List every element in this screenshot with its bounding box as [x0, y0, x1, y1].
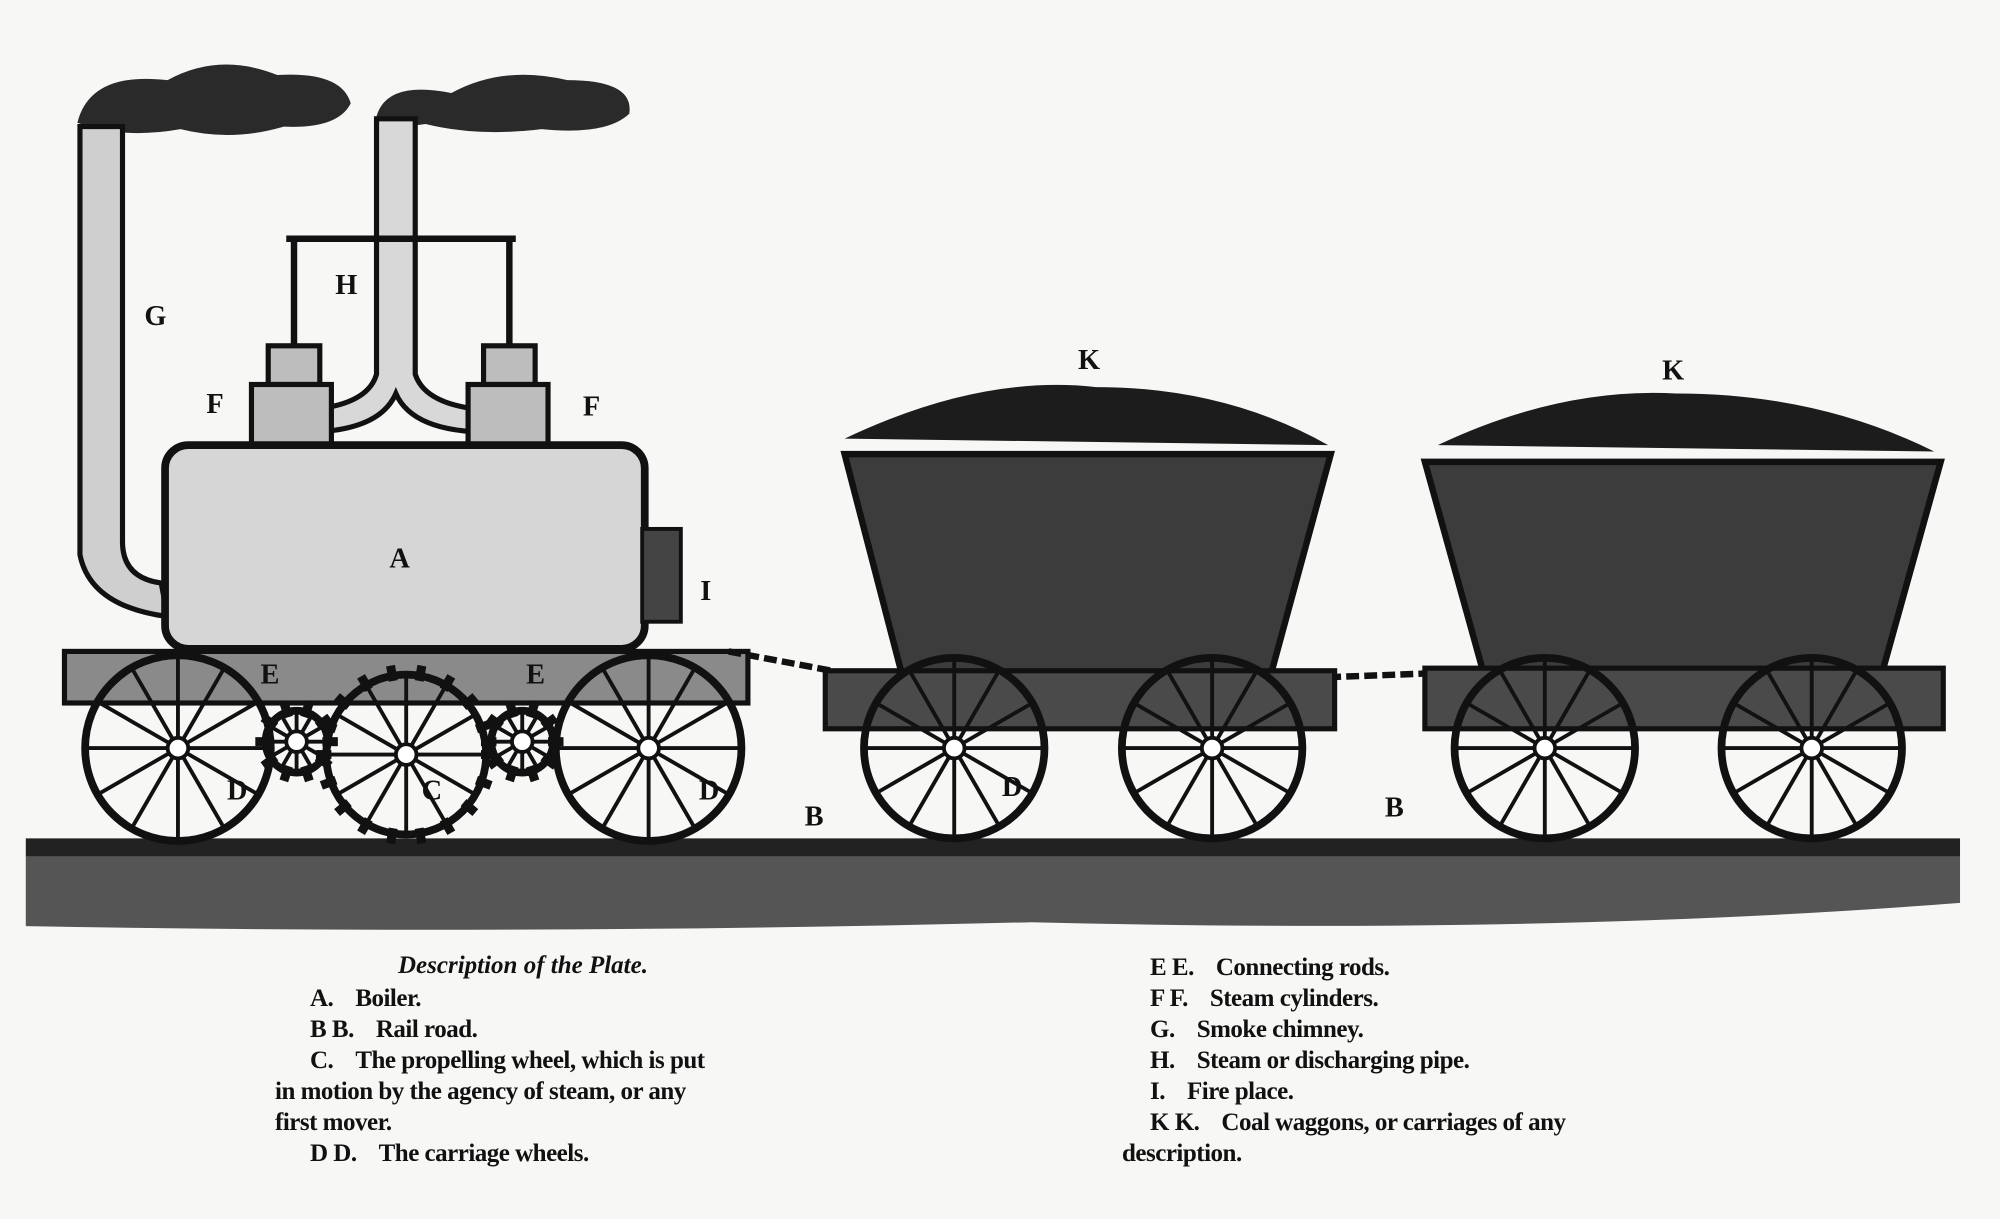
smoke-clouds [77, 64, 630, 136]
description-entry: G. Smoke chimney. [1150, 1014, 1364, 1045]
description-entry: D D. The carriage wheels. [310, 1138, 589, 1169]
wagon-wheel [1117, 653, 1307, 843]
entry-text: Connecting rods. [1215, 954, 1390, 981]
wagon-wheel [860, 653, 1049, 843]
propelling-wheel [315, 664, 497, 845]
rail-road [25, 838, 1961, 857]
entry-key: B B. [310, 1016, 354, 1043]
plate-label-a: A [389, 544, 410, 575]
plate-label-k1: K [1078, 345, 1100, 376]
entry-key: K K. [1150, 1109, 1200, 1136]
wagon-wheel [1717, 653, 1906, 843]
fire-place [640, 526, 683, 624]
plate-label-f1: F [206, 389, 223, 420]
entry-key: E E. [1150, 954, 1194, 981]
description-entry: E E. Connecting rods. [1150, 952, 1390, 983]
carriage-wheel [81, 651, 275, 845]
plate-label-b2: B [1385, 792, 1404, 823]
plate-label-k2: K [1662, 355, 1684, 386]
plate-label-f2: F [583, 391, 600, 422]
description-entry: A. Boiler. [310, 983, 422, 1014]
coal-wagon-1 [822, 384, 1338, 732]
entry-key: H. [1150, 1047, 1175, 1074]
entry-text: Steam or discharging pipe. [1196, 1047, 1470, 1074]
description-entry: in motion by the agency of steam, or any [275, 1076, 686, 1107]
plate-label-e1: E [260, 660, 279, 691]
entry-key: C. [310, 1047, 334, 1074]
entry-text: Smoke chimney. [1196, 1016, 1364, 1043]
entry-text: Steam cylinders. [1209, 985, 1379, 1012]
entry-text: Boiler. [355, 985, 422, 1012]
description-entry: C. The propelling wheel, which is put [310, 1045, 705, 1076]
steam-cylinders [248, 343, 551, 449]
entry-key: D D. [310, 1140, 357, 1167]
entry-text: The carriage wheels. [378, 1140, 590, 1167]
carriage-wheel [551, 651, 746, 845]
plate-label-b1: B [805, 801, 824, 832]
description-entry: description. [1122, 1138, 1242, 1169]
plate-label-d1: D [227, 776, 247, 807]
description-entry: H. Steam or discharging pipe. [1150, 1045, 1470, 1076]
description-entry: B B. Rail road. [310, 1014, 478, 1045]
plate-label-d2: D [699, 776, 719, 807]
ground [25, 856, 1961, 930]
entry-text: Rail road. [375, 1016, 478, 1043]
description-entry: I. Fire place. [1150, 1076, 1294, 1107]
entry-key: A. [310, 985, 334, 1012]
plate-label-i: I [700, 576, 711, 607]
description-entry: first mover. [275, 1107, 392, 1138]
coal-wagon-2 [1420, 392, 1946, 732]
smoke-chimney [77, 124, 171, 620]
entry-key: F F. [1150, 985, 1188, 1012]
description-title: Description of the Plate. [398, 952, 648, 979]
entry-text: The propelling wheel, which is put [355, 1047, 705, 1074]
wagon-wheel [1450, 653, 1639, 843]
entry-text: Fire place. [1186, 1078, 1294, 1105]
plate-label-c: C [422, 776, 442, 807]
entry-key: I. [1150, 1078, 1165, 1105]
small-cog [480, 701, 564, 783]
entry-key: G. [1150, 1016, 1175, 1043]
entry-text: in motion by the agency of steam, or any [275, 1078, 686, 1105]
plate-label-h: H [335, 270, 357, 301]
steam-pipe [300, 116, 493, 435]
entry-text: first mover. [275, 1109, 392, 1136]
plate-label-e2: E [526, 660, 545, 691]
description-entry: F F. Steam cylinders. [1150, 983, 1379, 1014]
description-entry: K K. Coal waggons, or carriages of any [1150, 1107, 1566, 1138]
plate-label-g: G [144, 301, 166, 332]
entry-text: description. [1122, 1140, 1242, 1167]
plate-label-d3: D [1002, 772, 1022, 803]
entry-text: Coal waggons, or carriages of any [1221, 1109, 1566, 1136]
